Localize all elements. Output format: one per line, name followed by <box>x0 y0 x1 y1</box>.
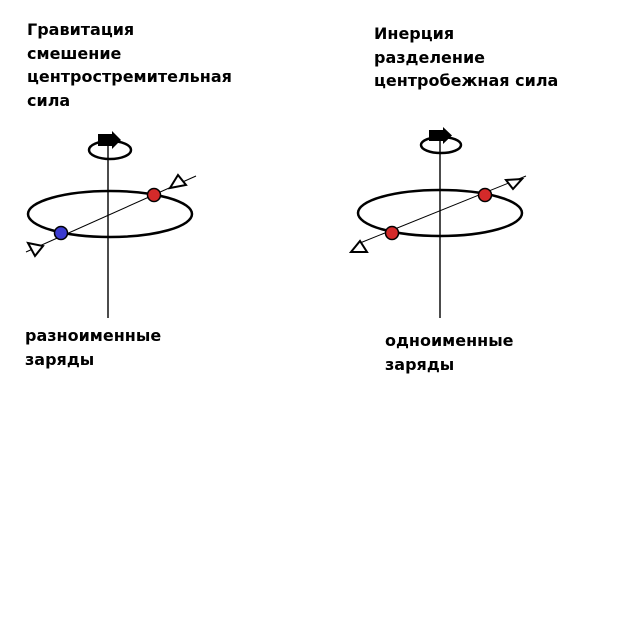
left-title-line: смешение <box>27 43 122 63</box>
right-upper-triangle-icon <box>504 177 525 191</box>
left-caption-line: разноименные <box>25 326 162 345</box>
right-caption: одноименные заряды <box>385 329 514 376</box>
left-red-charge <box>146 187 162 203</box>
right-title-line: центробежная сила <box>374 71 559 90</box>
left-charge-line <box>25 175 197 253</box>
right-red-charge <box>384 225 400 241</box>
left-title: Гравитация смешение центростремительная … <box>27 18 232 112</box>
right-title-line: Инерция <box>374 24 455 43</box>
left-diagram <box>25 131 197 318</box>
right-caption-line: одноименные <box>385 331 514 350</box>
left-caption: разноименные заряды <box>25 324 161 371</box>
left-lower-triangle-icon <box>26 241 45 258</box>
right-rotation-arrow-icon <box>429 127 452 144</box>
right-red-charge <box>477 187 493 203</box>
right-title-line: разделение <box>374 47 486 67</box>
left-caption-line: заряды <box>25 349 95 369</box>
right-title: Инерция разделение центробежная сила <box>374 22 558 93</box>
right-caption-line: заряды <box>385 354 455 374</box>
left-orbit <box>26 189 194 239</box>
right-diagram <box>348 127 527 318</box>
right-orbit <box>356 188 524 238</box>
left-title-line: центростремительная <box>27 67 232 86</box>
left-title-line: Гравитация <box>27 20 135 39</box>
left-upper-triangle-icon <box>167 173 188 190</box>
left-title-line: сила <box>27 90 71 110</box>
left-rotation-arrow-icon <box>98 131 121 149</box>
left-blue-charge <box>53 225 69 241</box>
right-lower-triangle-icon <box>348 239 369 253</box>
